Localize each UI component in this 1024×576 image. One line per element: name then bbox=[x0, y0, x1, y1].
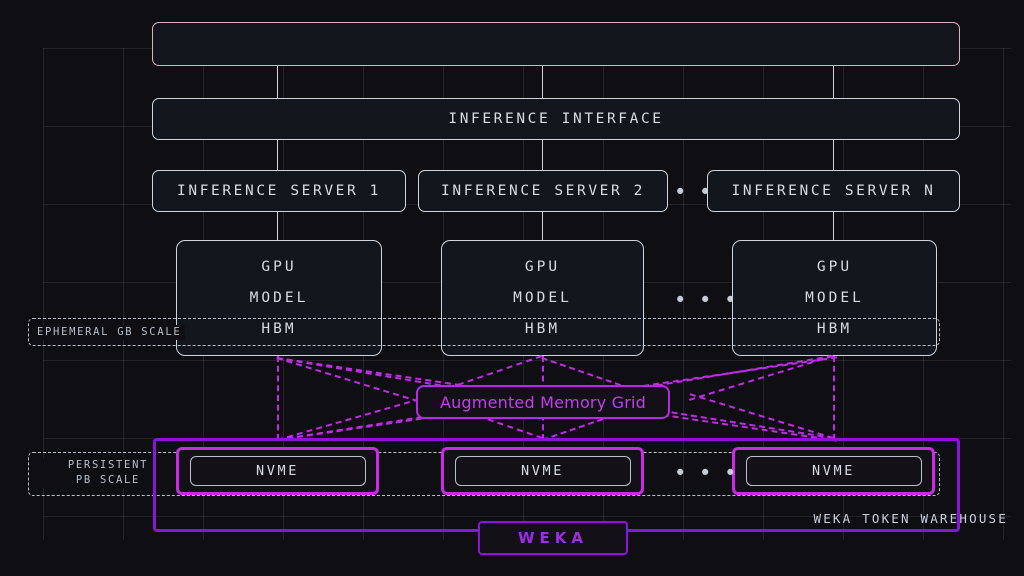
dashed-drop-1 bbox=[277, 356, 279, 440]
model-label-n: MODEL bbox=[805, 290, 864, 306]
nvme-label-2: NVME bbox=[521, 463, 564, 479]
gpu-node-n[interactable]: GPU MODEL HBM bbox=[732, 240, 937, 356]
model-label-2: MODEL bbox=[513, 290, 572, 306]
connector-server-to-gpu-2 bbox=[542, 212, 544, 240]
connector-server-to-gpu-3 bbox=[833, 212, 835, 240]
persistent-scale-line-1: PERSISTENT bbox=[67, 459, 149, 471]
connector-interface-to-server-2 bbox=[542, 140, 544, 170]
persistent-scale-line-2: PB SCALE bbox=[75, 474, 141, 486]
inference-server-2[interactable]: INFERENCE SERVER 2 bbox=[418, 170, 668, 212]
inference-server-1[interactable]: INFERENCE SERVER 1 bbox=[152, 170, 406, 212]
augmented-memory-grid-label: Augmented Memory Grid bbox=[439, 392, 647, 412]
nvme-label-n: NVME bbox=[812, 463, 855, 479]
hbm-label-n: HBM bbox=[816, 321, 853, 337]
inference-server-1-label: INFERENCE SERVER 1 bbox=[177, 183, 381, 199]
hbm-label-1: HBM bbox=[261, 321, 297, 337]
nvme-inner-1: NVME bbox=[189, 456, 366, 486]
inference-server-n[interactable]: INFERENCE SERVER N bbox=[707, 170, 960, 212]
connector-top-to-interface-2 bbox=[542, 66, 544, 98]
weka-brand-label: WEKA bbox=[517, 529, 589, 547]
nvme-inner-n: NVME bbox=[745, 456, 922, 486]
inference-interface-label: INFERENCE INTERFACE bbox=[448, 111, 664, 127]
nvme-inner-2: NVME bbox=[454, 456, 631, 486]
gpu-node-2[interactable]: GPU MODEL HBM bbox=[441, 240, 644, 356]
ephemeral-scale-band bbox=[28, 318, 940, 346]
nvme-label-1: NVME bbox=[256, 463, 299, 479]
gpu-node-1[interactable]: GPU MODEL HBM bbox=[176, 240, 382, 356]
weka-token-warehouse-label: WEKA TOKEN WAREHOUSE bbox=[813, 511, 1008, 526]
connector-server-to-gpu-1 bbox=[277, 212, 279, 240]
ellipsis-nvme: • • • bbox=[674, 461, 740, 485]
gpu-label-1: GPU bbox=[261, 259, 297, 275]
ellipsis-gpus: • • • bbox=[674, 288, 740, 312]
connector-interface-to-server-3 bbox=[833, 140, 835, 170]
hbm-label-2: HBM bbox=[524, 321, 561, 337]
top-empty-box[interactable] bbox=[152, 22, 960, 66]
nvme-node-n[interactable]: NVME bbox=[732, 447, 935, 495]
nvme-node-2[interactable]: NVME bbox=[441, 447, 644, 495]
weka-brand-badge[interactable]: WEKA bbox=[478, 521, 628, 555]
nvme-node-1[interactable]: NVME bbox=[176, 447, 379, 495]
inference-server-n-label: INFERENCE SERVER N bbox=[731, 183, 936, 199]
inference-server-2-label: INFERENCE SERVER 2 bbox=[441, 183, 645, 199]
gpu-label-2: GPU bbox=[524, 259, 561, 275]
connector-interface-to-server-1 bbox=[277, 140, 279, 170]
ephemeral-scale-label: EPHEMERAL GB SCALE bbox=[33, 325, 186, 340]
dashed-drop-3 bbox=[833, 356, 835, 440]
model-label-1: MODEL bbox=[249, 290, 309, 306]
gpu-label-n: GPU bbox=[816, 259, 853, 275]
augmented-memory-grid-box[interactable]: Augmented Memory Grid bbox=[416, 385, 670, 419]
inference-interface-box[interactable]: INFERENCE INTERFACE bbox=[152, 98, 960, 140]
connector-top-to-interface-3 bbox=[833, 66, 835, 98]
connector-top-to-interface-1 bbox=[277, 66, 279, 98]
